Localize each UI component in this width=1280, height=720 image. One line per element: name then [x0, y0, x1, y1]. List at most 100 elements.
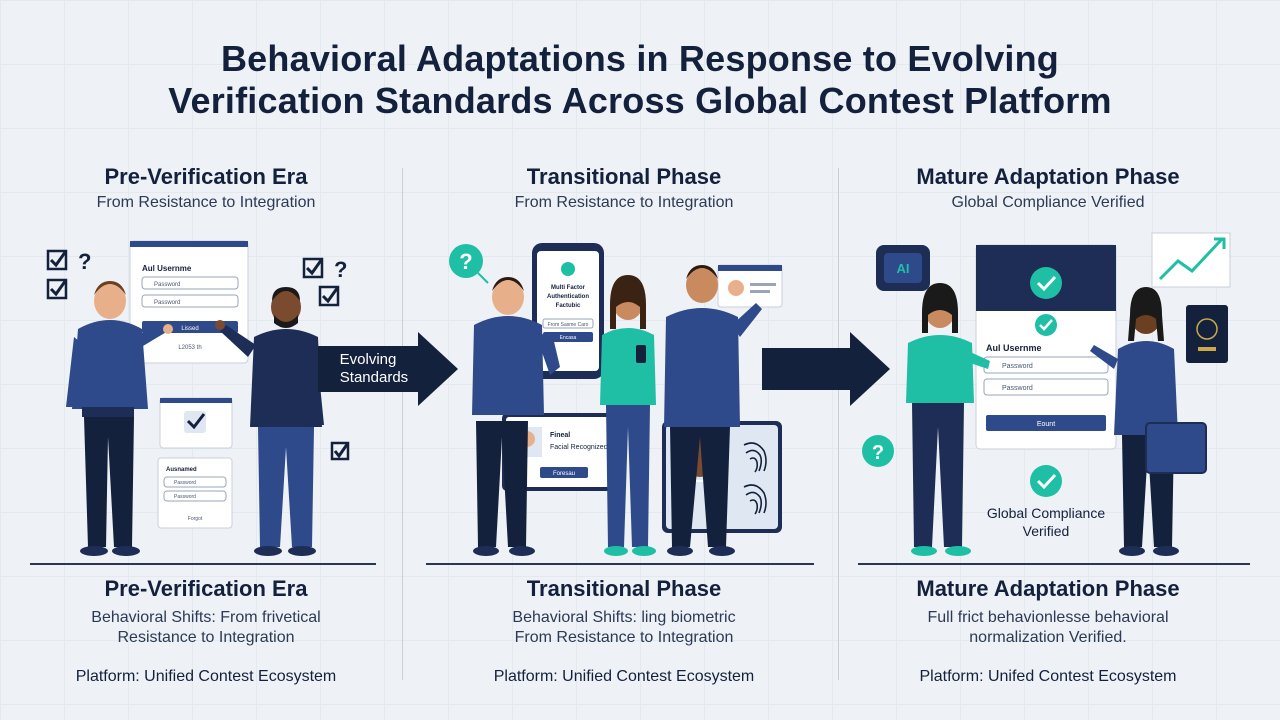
person-woman [600, 275, 656, 556]
person-man [472, 277, 560, 556]
column-2-footer-desc-1: Behavioral Shifts: ling biometric [512, 609, 736, 626]
checkbox-icon [46, 278, 68, 300]
title-line-1: Behavioral Adaptations in Response to Ev… [220, 38, 1059, 79]
ai-chip-icon: AI [876, 245, 930, 291]
password-field-label: Password [1002, 385, 1033, 392]
column-3-header: Mature Adaptation Phase Global Complianc… [848, 164, 1248, 212]
question-icon: ? [334, 257, 347, 282]
verified-check-card [159, 397, 233, 449]
column-2-subheading: From Resistance to Integration [514, 194, 734, 211]
progress-arrow [762, 332, 890, 406]
scene-transitional: ? Multi Factor Authentication Factubic F… [449, 243, 783, 556]
column-2-footer-desc-2: From Resistance to Integration [514, 629, 734, 646]
id-card [717, 264, 783, 308]
login-card: Aul Usernme Password Password Lissed L20… [129, 240, 249, 364]
column-2-platform: Platform: Unified Contest Ecosystem [493, 668, 755, 685]
phone-input-label: From Sasme Caro [548, 322, 589, 328]
compliance-check-icon [1030, 465, 1062, 497]
column-2-heading: Transitional Phase [526, 164, 722, 189]
person-hoodie [66, 281, 173, 556]
svg-text:?: ? [459, 249, 472, 274]
ground-line-1 [30, 563, 376, 565]
arrow-label-line-2: Standards [340, 369, 408, 386]
ground-line-2 [426, 563, 814, 565]
small-form-title: Ausnamed [166, 467, 197, 473]
compliance-label-line-2: Verified [1023, 523, 1070, 539]
ai-label: AI [897, 261, 910, 276]
column-3-footer-desc-2: normalization Verified. [969, 629, 1127, 646]
small-form-link: Forgot [188, 516, 203, 522]
login-note: L2053 th [178, 345, 201, 351]
growth-chart-icon [1151, 232, 1231, 288]
column-1-heading: Pre-Verification Era [104, 164, 308, 189]
phone-icon [636, 345, 646, 363]
svg-text:?: ? [872, 442, 884, 464]
phone-line-2: Authentication [547, 294, 589, 300]
column-2-header: Transitional Phase From Resistance to In… [424, 164, 824, 212]
question-icon: ? [78, 249, 91, 274]
column-1-footer-desc-1: Behavioral Shifts: From frivetical [91, 609, 321, 626]
small-login-form: Ausnamed Password Password Forgot [157, 457, 233, 529]
face-card-button[interactable] [540, 467, 588, 478]
column-2-footer-heading: Transitional Phase [526, 576, 722, 601]
face-card-button-label: Foresau [553, 471, 575, 477]
column-1-footer-desc-2: Resistance to Integration [117, 629, 295, 646]
column-1-platform: Platform: Unified Contest Ecosystem [75, 668, 337, 685]
password-field[interactable] [983, 378, 1109, 396]
phone-input[interactable] [542, 318, 594, 329]
checkbox-icon [330, 441, 350, 461]
small-form-field-label: Password [174, 494, 196, 500]
column-1-footer: Pre-Verification Era Behavioral Shifts: … [6, 576, 406, 686]
column-1-header: Pre-Verification Era From Resistance to … [6, 164, 406, 212]
person-bearded [215, 287, 324, 556]
column-3-subheading: Global Compliance Verified [951, 194, 1145, 211]
compliance-label-line-1: Global Compliance [987, 505, 1105, 521]
password-field[interactable] [141, 294, 239, 308]
ground-line-3 [858, 563, 1250, 565]
small-form-field[interactable] [163, 490, 227, 502]
scene-pre-verification: ? ? Aul Usernme Password Password Lissed… [46, 240, 350, 556]
person-man [1090, 287, 1207, 556]
check-circle-icon [1030, 267, 1062, 299]
small-form-field-label: Password [174, 480, 196, 486]
login-panel-title: Aul Usernme [986, 343, 1042, 353]
fingerprint-icon [743, 442, 767, 473]
checkbox-icon [302, 257, 324, 279]
phone-button[interactable] [543, 332, 593, 342]
password-field-label: Password [154, 300, 180, 306]
phone-line-1: Multi Factor [551, 285, 586, 291]
login-card-title: Aul Usernme [142, 264, 192, 273]
briefcase-icon [1145, 422, 1207, 474]
login-panel-button[interactable] [986, 415, 1106, 431]
help-icon: ? [449, 244, 489, 284]
scene-mature: AI ? Aul Usernme Password Password Eount [862, 232, 1231, 556]
column-3-footer-desc-1: Full frict behavionlesse behavioral [927, 609, 1169, 626]
fingerprint-icon [743, 484, 767, 515]
phone-button-label: Encasa [560, 335, 577, 341]
login-button-label: Lissed [181, 326, 198, 332]
evolving-standards-arrow: Evolving Standards [318, 332, 458, 406]
face-card-line-2: Facial Recognized [550, 444, 608, 451]
column-1-footer-heading: Pre-Verification Era [104, 576, 308, 601]
small-form-field[interactable] [163, 476, 227, 488]
column-2-footer: Transitional Phase Behavioral Shifts: li… [424, 576, 824, 686]
column-3-platform: Platform: Unifed Contest Ecosystem [919, 668, 1177, 685]
column-3-footer: Mature Adaptation Phase Full frict behav… [848, 576, 1248, 686]
verified-login-panel: Aul Usernme Password Password Eount [975, 244, 1117, 450]
passport-icon [1186, 305, 1228, 363]
arrow-label-line-1: Evolving [340, 351, 397, 368]
phone-line-3: Factubic [556, 303, 581, 309]
person-woman [906, 283, 990, 556]
title-line-2: Verification Standards Across Global Con… [168, 80, 1112, 121]
page-title: Behavioral Adaptations in Response to Ev… [0, 38, 1280, 122]
column-3-heading: Mature Adaptation Phase [916, 164, 1180, 189]
login-field-label: Password [154, 282, 180, 288]
person-man-2 [664, 265, 762, 556]
login-panel-button-label: Eount [1037, 421, 1055, 428]
column-1-subheading: From Resistance to Integration [96, 194, 316, 211]
mfa-phone: Multi Factor Authentication Factubic Fro… [532, 243, 604, 379]
column-divider-2 [838, 168, 839, 680]
login-field-label: Password [1002, 363, 1033, 370]
login-field[interactable] [141, 276, 239, 290]
face-card-line-1: Fineal [550, 432, 570, 439]
